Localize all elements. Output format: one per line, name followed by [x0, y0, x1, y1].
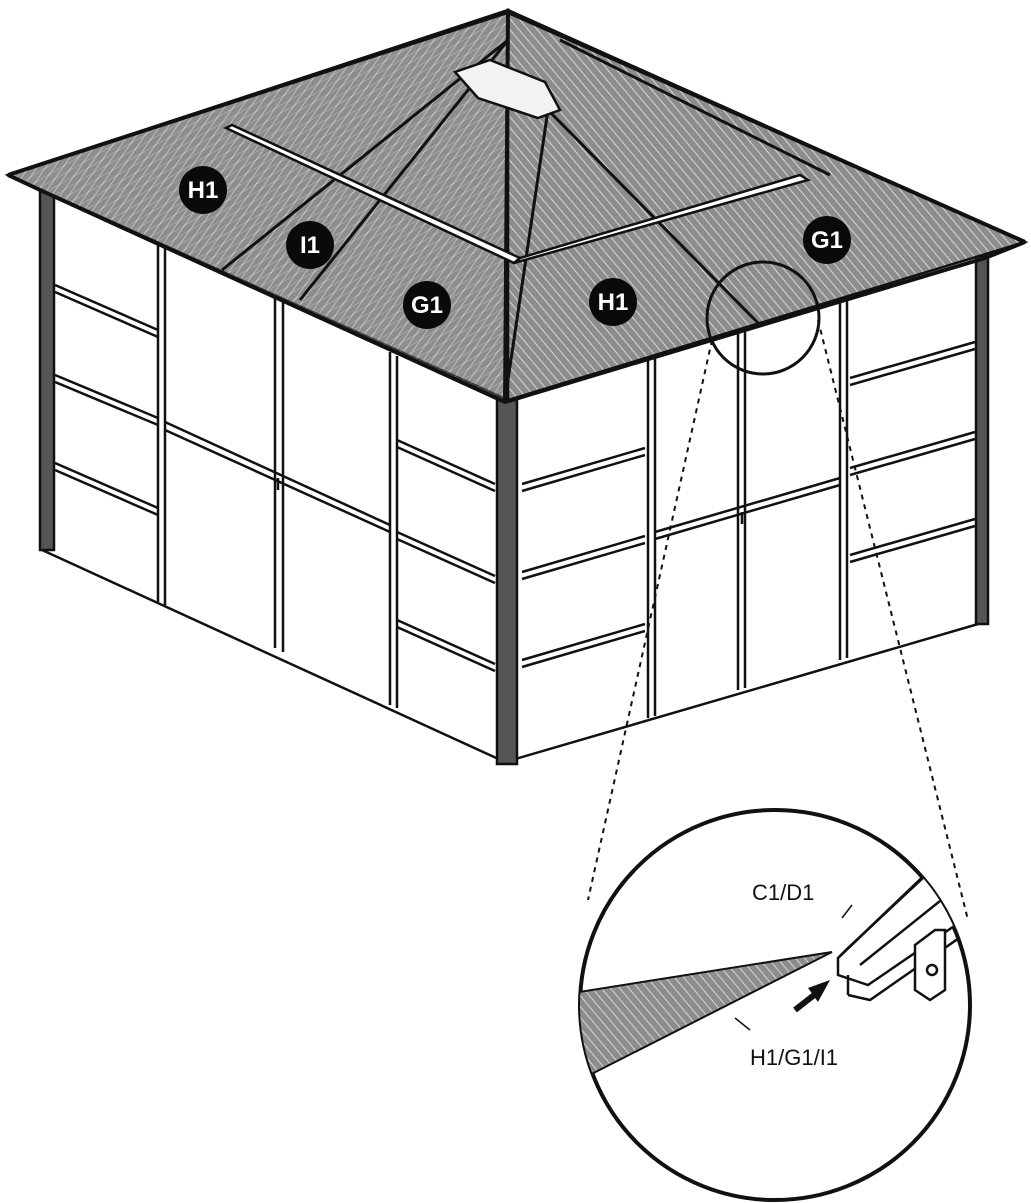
svg-text:H1: H1: [598, 289, 629, 316]
panel-label: H1/G1/I1: [750, 1045, 838, 1070]
label-i1: I1: [286, 221, 334, 269]
svg-text:G1: G1: [411, 292, 443, 319]
roof-cap: [452, 58, 562, 120]
gazebo-roof: [4, 8, 1029, 405]
svg-text:I1: I1: [300, 232, 320, 259]
label-h1-front: H1: [589, 278, 637, 326]
label-g1-right: G1: [803, 216, 851, 264]
detail-view: C1/D1 H1/G1/I1: [578, 808, 972, 1202]
label-g1-front: G1: [403, 281, 451, 329]
detail-roof-panel: [580, 951, 833, 1092]
gazebo-walls: [38, 188, 990, 766]
frame-label: C1/D1: [752, 880, 814, 905]
roof-part-labels: H1 I1 G1 H1 G1: [179, 166, 851, 329]
label-h1-left: H1: [179, 166, 227, 214]
svg-text:H1: H1: [188, 177, 219, 204]
svg-text:G1: G1: [811, 227, 843, 254]
insert-arrow-icon: [793, 980, 830, 1013]
magnifier-indicator: [587, 260, 969, 921]
